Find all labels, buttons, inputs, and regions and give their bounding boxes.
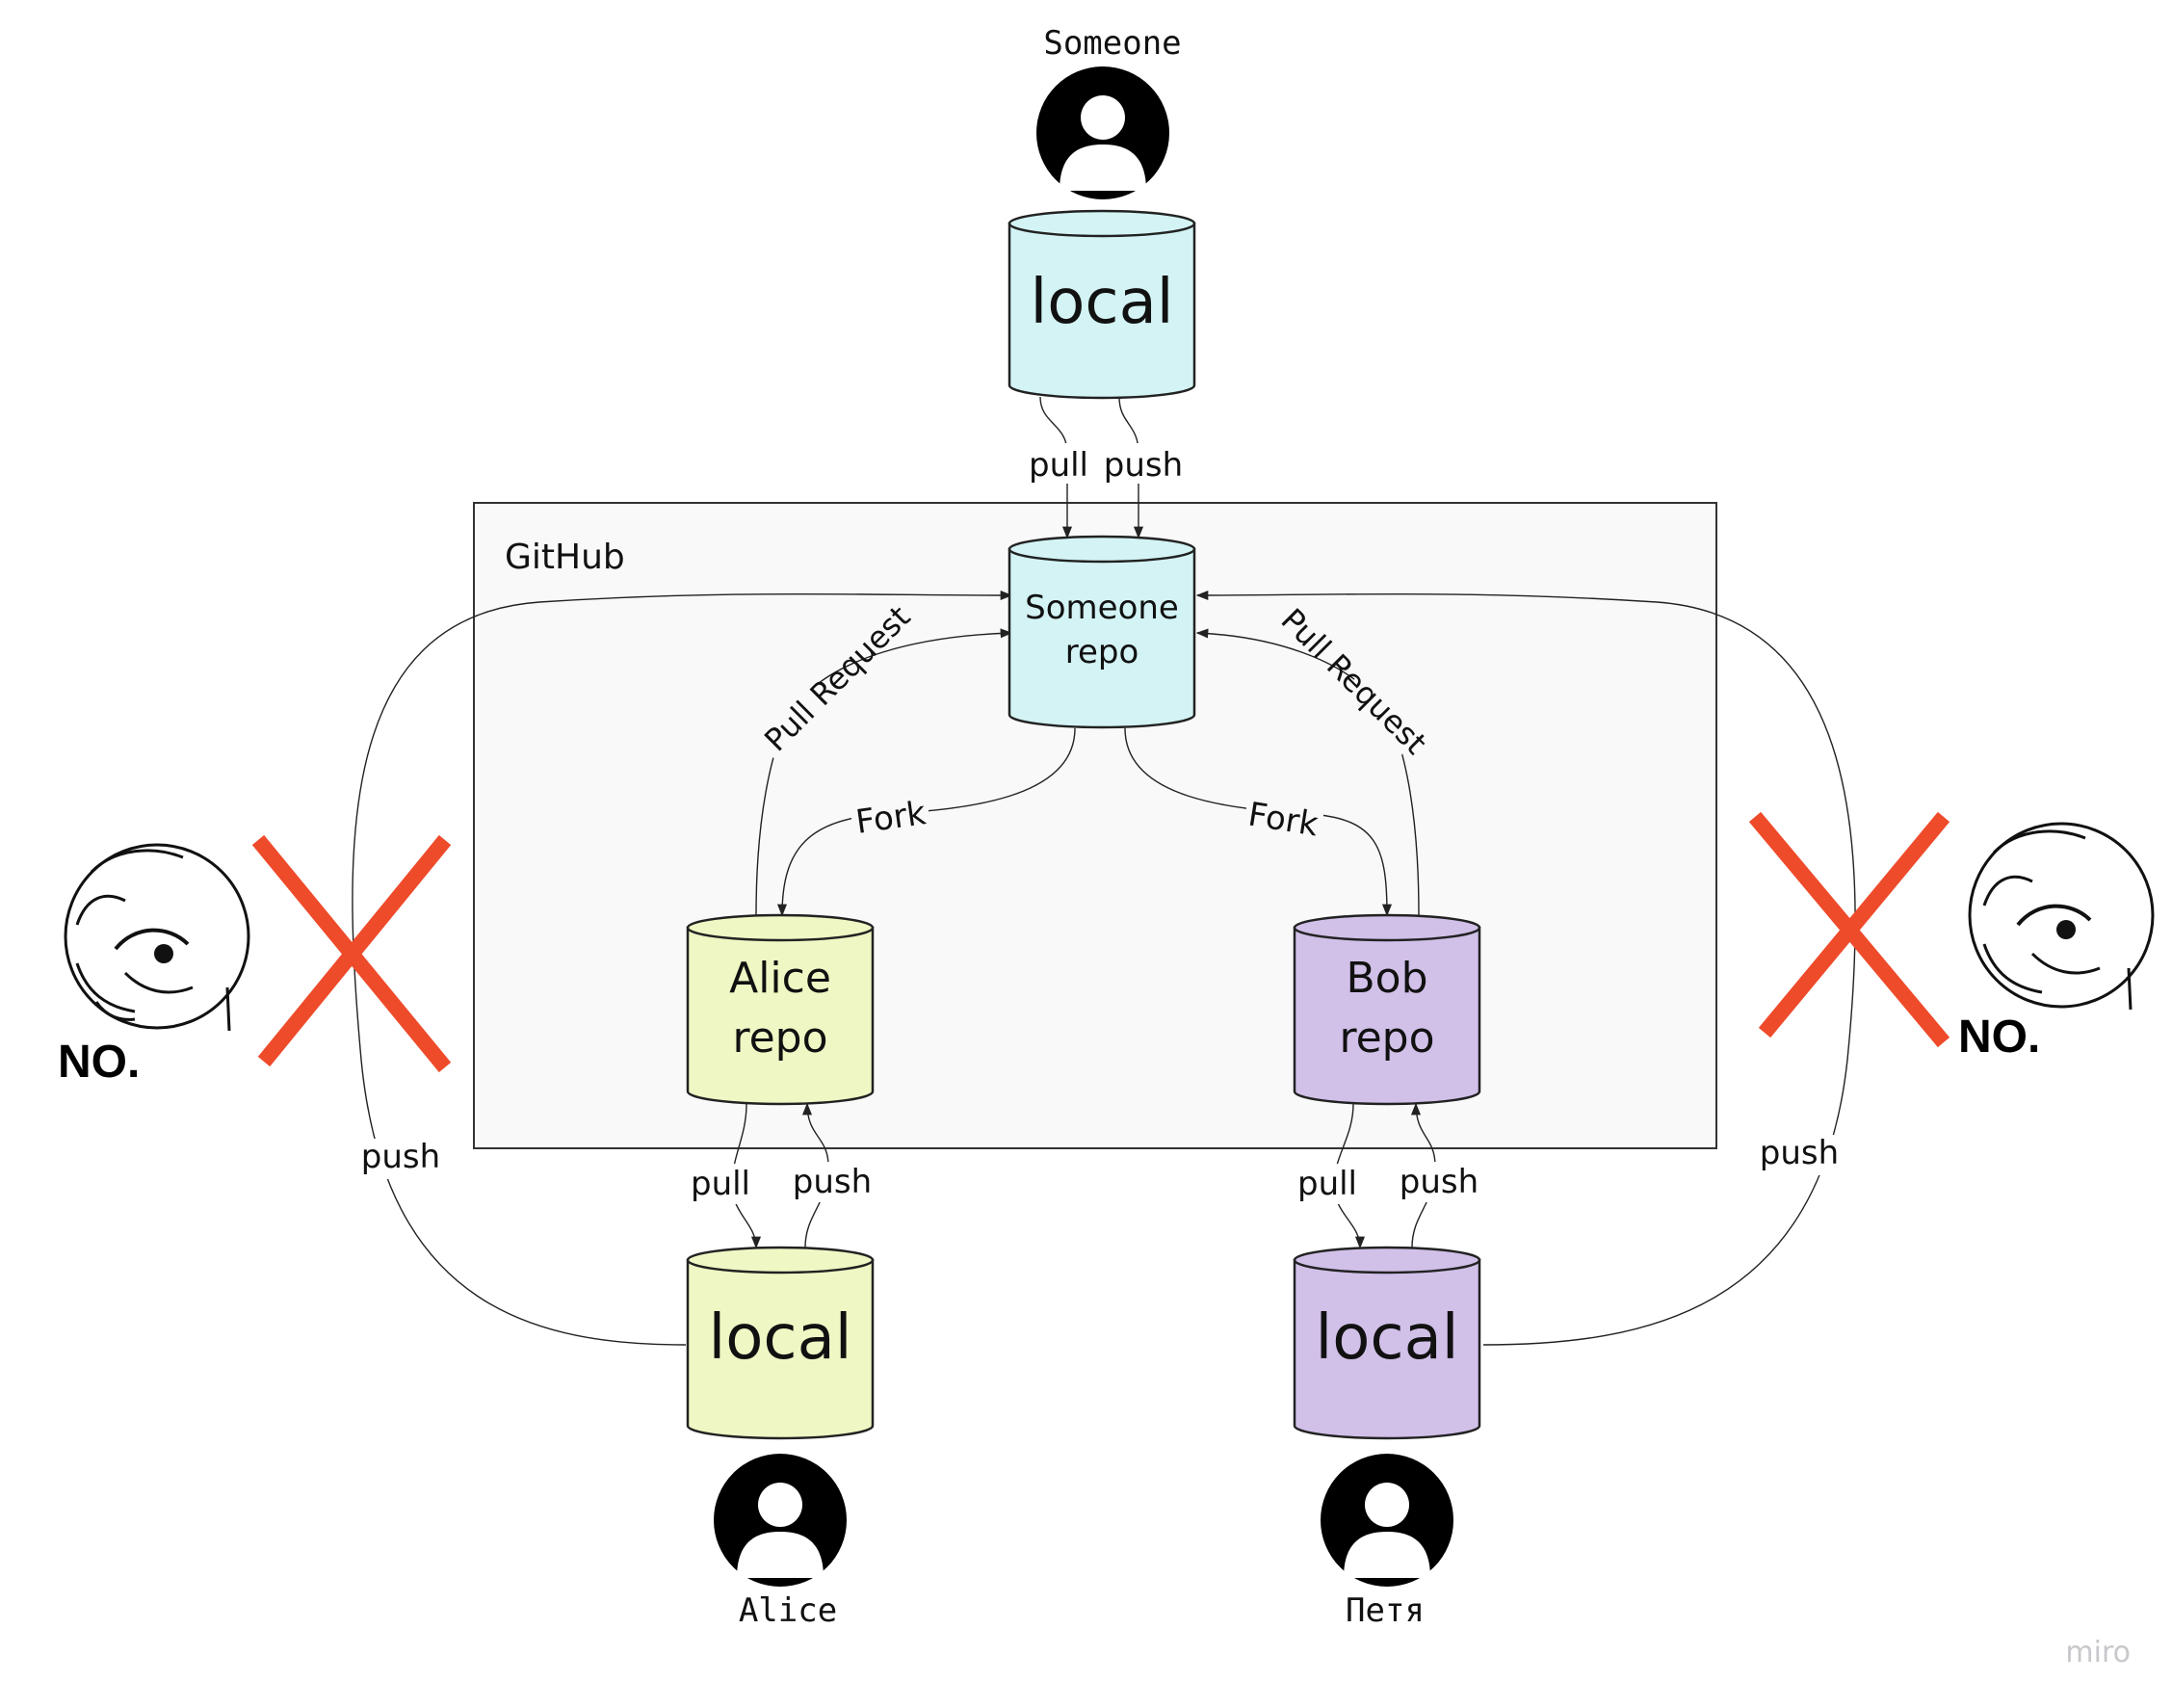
someone-repo-label-line1: Someone (1025, 589, 1179, 627)
label-alice-pull: pull (691, 1165, 750, 1203)
someone-user-avatar-icon (1036, 66, 1169, 199)
label-alice-direct-push: push (361, 1138, 440, 1176)
alice-local-label: local (708, 1302, 851, 1374)
label-bob-pull: pull (1297, 1165, 1357, 1203)
alice-repo-label-line2: repo (732, 1013, 827, 1063)
alice-local-cylinder: local (686, 1246, 875, 1440)
left-red-cross-icon (251, 834, 452, 1073)
alice-repo-cylinder: Alice repo (686, 913, 875, 1106)
right-rage-face-no-icon (1968, 822, 2155, 1011)
someone-repo-cylinder: Someone repo (1007, 535, 1196, 729)
edge-bob-direct-push (1195, 590, 1856, 1346)
alice-repo-label-line1: Alice (729, 954, 831, 1003)
someone-local-cylinder: local (1007, 209, 1196, 400)
someone-local-label: local (1030, 267, 1173, 338)
bob-local-label: local (1315, 1302, 1458, 1374)
bob-local-cylinder: local (1293, 1246, 1481, 1440)
alice-name: Alice (739, 1591, 837, 1630)
label-bob-push: push (1400, 1163, 1479, 1201)
someone-name: Someone (1043, 24, 1181, 63)
miro-watermark: miro (2065, 1636, 2131, 1669)
alice-user-avatar-icon (714, 1454, 847, 1587)
bob-user-avatar-icon (1321, 1454, 1453, 1587)
edge-alice-direct-push (352, 590, 1013, 1346)
label-bob-direct-push: push (1760, 1134, 1839, 1172)
label-someone-push: push (1104, 446, 1183, 485)
left-rage-face-no-icon (64, 843, 250, 1032)
bob-repo-label-line1: Bob (1346, 954, 1427, 1003)
bob-name: Петя (1346, 1591, 1425, 1630)
github-title: GitHub (505, 538, 625, 577)
left-no-text: NO. (58, 1037, 140, 1088)
someone-repo-label-line2: repo (1065, 633, 1139, 671)
right-no-text: NO. (1958, 1012, 2040, 1063)
right-red-cross-icon (1748, 811, 1950, 1048)
label-someone-pull: pull (1029, 446, 1088, 485)
label-alice-push: push (793, 1163, 872, 1201)
bob-repo-cylinder: Bob repo (1293, 913, 1481, 1106)
bob-repo-label-line2: repo (1339, 1013, 1434, 1063)
